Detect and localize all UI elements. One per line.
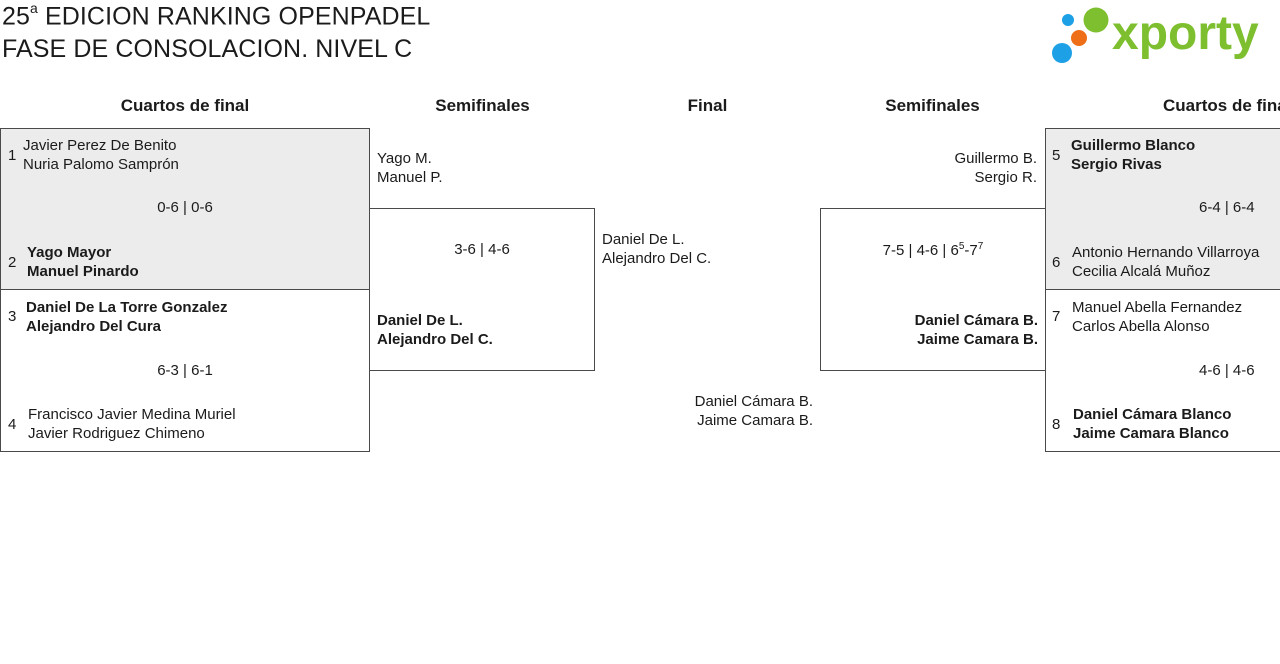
seed-number: 8: [1052, 416, 1061, 433]
match-score: 6-3 | 6-1: [157, 362, 213, 379]
match-score: 6-4 | 6-4: [1199, 199, 1255, 216]
final-team-b-player: Daniel Cámara B.: [694, 393, 813, 410]
match-score: 0-6 | 0-6: [157, 199, 213, 216]
header-semis-right: Semifinales: [885, 96, 980, 115]
team-player: Francisco Javier Medina Muriel: [28, 406, 236, 423]
team-player: Daniel De La Torre Gonzalez: [26, 299, 228, 316]
left-sf-team-a-player: Manuel P.: [377, 169, 443, 186]
final-team-a-player: Daniel De L.: [602, 231, 685, 248]
match-score: 3-6 | 4-6: [454, 241, 510, 258]
header-semis-left: Semifinales: [435, 96, 530, 115]
team-player: Manuel Pinardo: [27, 263, 139, 280]
team-player: Daniel De L.: [377, 312, 463, 329]
page-title-line2: FASE DE CONSOLACION. NIVEL C: [2, 35, 413, 63]
logo-wordmark: xporty: [1112, 7, 1259, 60]
team-player: Sergio Rivas: [1071, 156, 1162, 173]
team-player: Javier Perez De Benito: [23, 137, 177, 154]
right-qf1-box: 5 Guillermo Blanco Sergio Rivas 6-4 | 6-…: [1045, 128, 1280, 290]
header-final: Final: [687, 96, 728, 115]
header-cuartos-right: Cuartos de final: [1163, 96, 1280, 115]
xporty-logo: xporty: [1052, 4, 1276, 68]
team-player: Daniel Cámara Blanco: [1073, 406, 1232, 423]
match-score: 7-5 | 4-6 | 65-77: [882, 241, 984, 259]
match-score: 4-6 | 4-6: [1199, 362, 1255, 379]
team-player: Manuel Abella Fernandez: [1072, 299, 1243, 316]
right-sf-team-a-player: Guillermo B.: [954, 150, 1037, 167]
team-player: Jaime Camara B.: [917, 331, 1038, 348]
left-sf-team-a-player: Yago M.: [377, 150, 432, 167]
left-sf-box: 3-6 | 4-6 Daniel De L. Alejandro Del C.: [369, 208, 595, 371]
team-player: Yago Mayor: [27, 244, 112, 261]
page-title-line1: 25a EDICION RANKING OPENPADEL: [2, 0, 431, 31]
final-team-a-player: Alejandro Del C.: [602, 250, 712, 267]
seed-number: 3: [8, 308, 17, 325]
team-player: Antonio Hernando Villarroya: [1072, 244, 1260, 261]
right-qf2-box: 7 Manuel Abella Fernandez Carlos Abella …: [1045, 289, 1280, 452]
team-player: Cecilia Alcalá Muñoz: [1072, 263, 1211, 280]
right-sf-team-a-player: Sergio R.: [974, 169, 1037, 186]
left-qf2-box: 3 Daniel De La Torre Gonzalez Alejandro …: [0, 289, 370, 452]
seed-number: 5: [1052, 147, 1061, 164]
header-cuartos-left: Cuartos de final: [120, 96, 250, 115]
title-ordinal: a: [30, 0, 38, 16]
title-text: EDICION RANKING OPENPADEL: [37, 2, 431, 31]
title-number: 25: [2, 2, 31, 31]
right-sf-box: 7-5 | 4-6 | 65-77 Daniel Cámara B. Jaime…: [820, 208, 1046, 371]
team-player: Guillermo Blanco: [1071, 137, 1196, 154]
team-player: Carlos Abella Alonso: [1072, 318, 1210, 335]
team-player: Daniel Cámara B.: [914, 312, 1038, 329]
team-player: Alejandro Del Cura: [26, 318, 162, 335]
left-qf1-box: 1 Javier Perez De Benito Nuria Palomo Sa…: [0, 128, 370, 290]
seed-number: 2: [8, 254, 17, 271]
seed-number: 1: [8, 147, 17, 164]
team-player: Jaime Camara Blanco: [1073, 425, 1229, 442]
seed-number: 6: [1052, 254, 1061, 271]
seed-number: 4: [8, 416, 17, 433]
team-player: Nuria Palomo Samprón: [23, 156, 179, 173]
logo-dots-icon: [1052, 7, 1109, 63]
team-player: Javier Rodriguez Chimeno: [28, 425, 205, 442]
seed-number: 7: [1052, 308, 1061, 325]
team-player: Alejandro Del C.: [377, 331, 493, 348]
final-team-b-player: Jaime Camara B.: [697, 412, 813, 429]
